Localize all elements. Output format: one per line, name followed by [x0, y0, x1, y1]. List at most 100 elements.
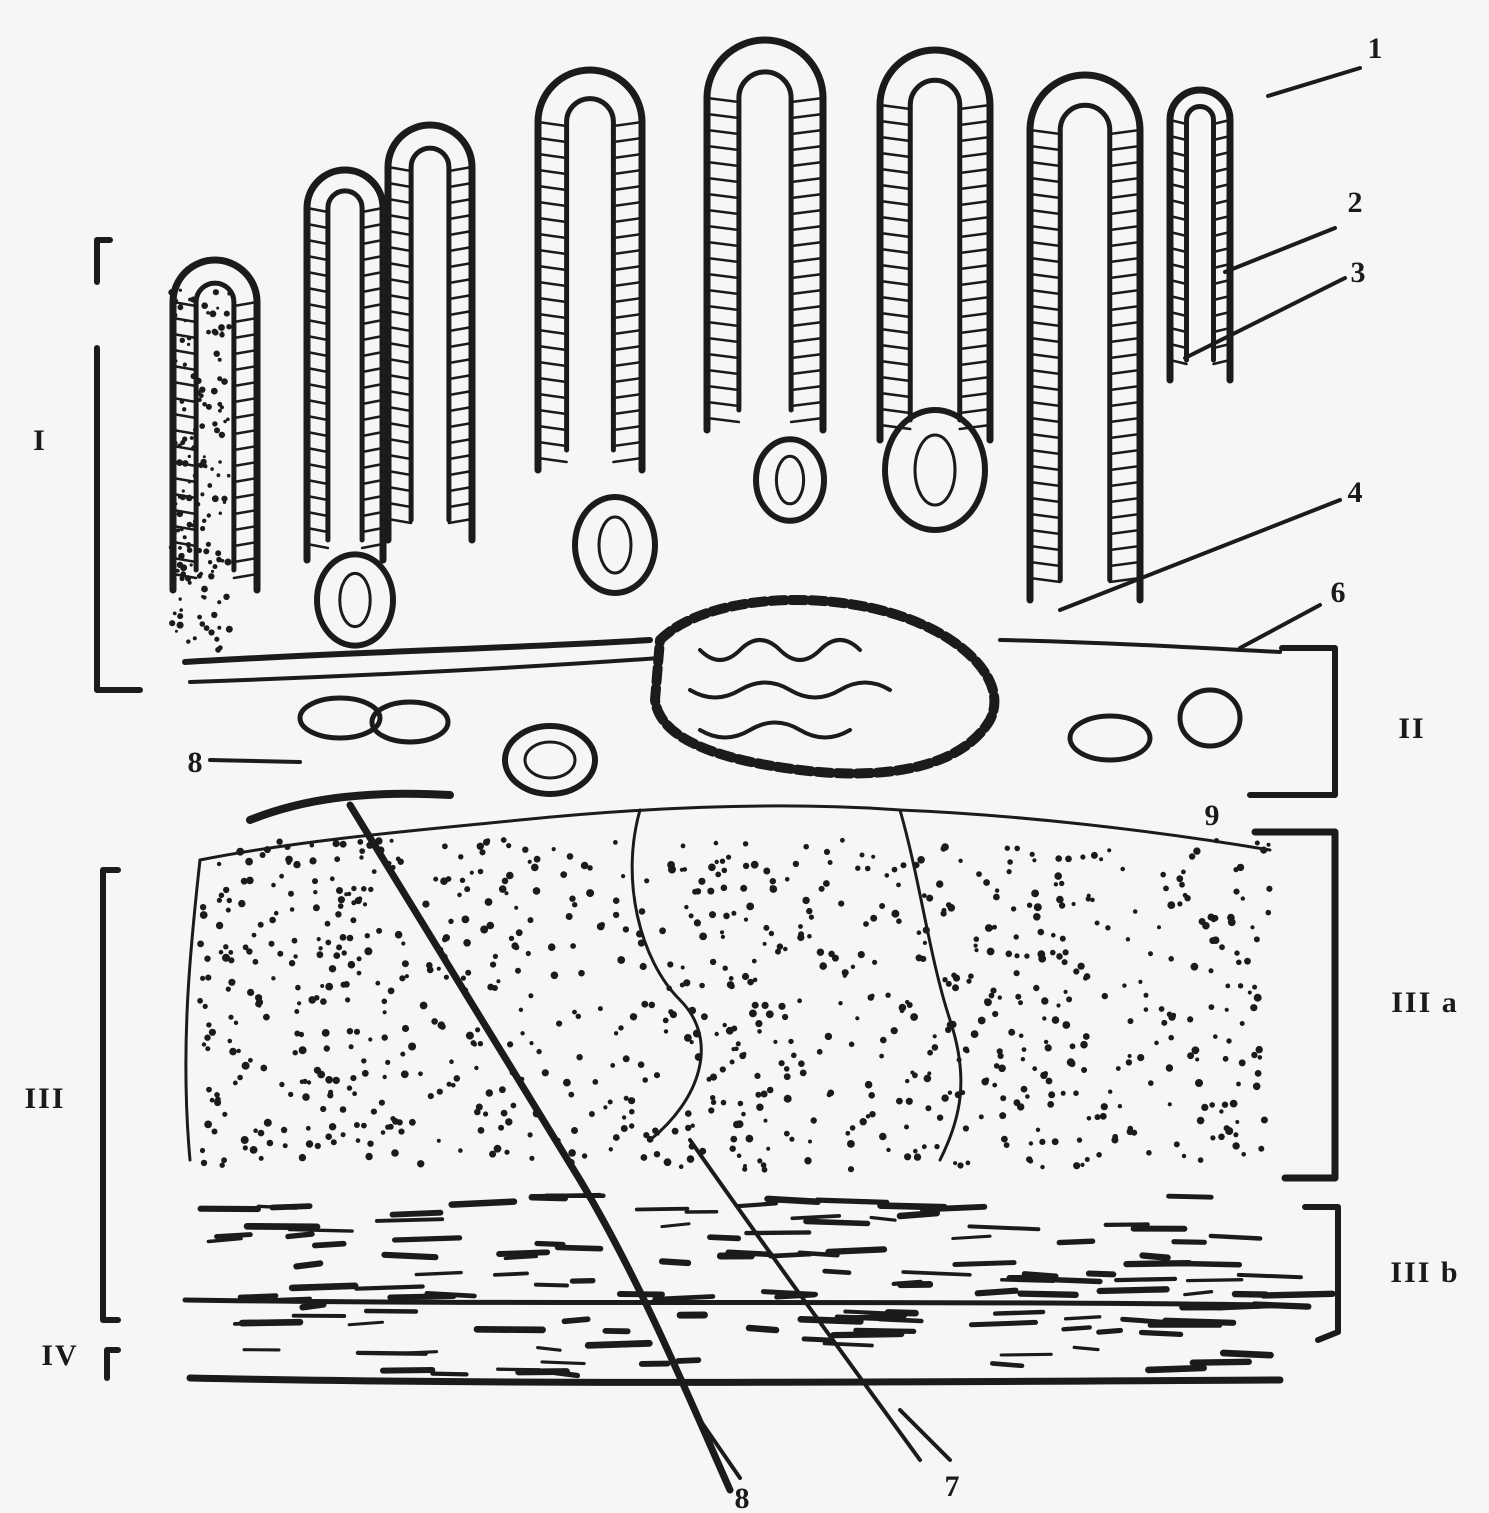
nucleus-dot — [437, 1139, 441, 1143]
nucleus-dot — [222, 1112, 227, 1117]
nucleus-dot — [437, 1089, 443, 1095]
muscle-fiber — [1031, 1279, 1100, 1282]
nucleus-dot — [880, 1037, 887, 1044]
nucleus-dot — [194, 313, 198, 317]
nucleus-dot — [306, 1126, 311, 1131]
nucleus-dot — [359, 855, 363, 859]
nucleus-dot — [186, 639, 190, 643]
muscle-fiber — [834, 1334, 902, 1335]
nucleus-dot — [283, 1143, 288, 1148]
nucleus-dot — [312, 878, 318, 884]
nucleus-dot — [798, 931, 804, 937]
nucleus-dot — [1065, 856, 1072, 863]
nucleus-dot — [1241, 896, 1245, 900]
nucleus-dot — [183, 363, 187, 367]
nucleus-dot — [1081, 1067, 1087, 1073]
nucleus-dot — [664, 1029, 668, 1033]
nucleus-dot — [438, 1021, 446, 1029]
nucleus-dot — [578, 970, 585, 977]
nucleus-dot — [171, 530, 177, 536]
nucleus-dot — [865, 1081, 873, 1089]
nucleus-dot — [219, 332, 224, 337]
nucleus-dot — [609, 1147, 613, 1151]
nucleus-dot — [567, 853, 574, 860]
nucleus-dot — [400, 1052, 405, 1057]
nucleus-dot — [1209, 968, 1214, 973]
nucleus-dot — [306, 1140, 313, 1147]
nucleus-dot — [466, 1032, 474, 1040]
muscle-fiber — [288, 1234, 312, 1236]
muscle-fiber — [292, 1286, 355, 1288]
nucleus-dot — [1133, 909, 1138, 914]
nucleus-dot — [906, 1098, 913, 1105]
nucleus-dot — [181, 553, 185, 557]
nucleus-dot — [865, 866, 871, 872]
nucleus-dot — [197, 998, 203, 1004]
nucleus-dot — [426, 962, 433, 969]
nucleus-dot — [207, 483, 212, 488]
nucleus-dot — [992, 1011, 998, 1017]
muscle-fiber — [393, 1213, 441, 1215]
nucleus-dot — [1238, 983, 1243, 988]
nucleus-dot — [458, 1148, 463, 1153]
nucleus-dot — [1159, 1006, 1165, 1012]
layer-label-IIIa: III a — [1391, 986, 1459, 1019]
nucleus-dot — [1004, 1142, 1010, 1148]
nucleus-dot — [171, 312, 178, 319]
nucleus-dot — [395, 931, 403, 939]
nucleus-dot — [983, 879, 990, 886]
nucleus-dot — [288, 891, 294, 897]
nucleus-dot — [325, 1076, 333, 1084]
muscle-fiber — [1021, 1294, 1076, 1295]
nucleus-dot — [809, 915, 814, 920]
nucleus-dot — [570, 943, 576, 949]
layer-label-I: I — [33, 424, 47, 457]
nucleus-dot — [974, 936, 980, 942]
nucleus-dot — [516, 929, 523, 936]
nucleus-dot — [783, 947, 788, 952]
nucleus-dot — [474, 1066, 478, 1070]
nucleus-dot — [1054, 882, 1058, 886]
nucleus-dot — [1168, 956, 1174, 962]
nucleus-dot — [1137, 1054, 1144, 1061]
nucleus-dot — [743, 863, 749, 869]
nucleus-dot — [1116, 1066, 1121, 1071]
nucleus-dot — [769, 931, 774, 936]
nucleus-dot — [817, 949, 824, 956]
nucleus-dot — [334, 856, 340, 862]
nucleus-dot — [912, 1072, 918, 1078]
nucleus-dot — [218, 358, 222, 362]
nucleus-dot — [486, 1089, 493, 1096]
nucleus-dot — [207, 513, 211, 517]
nucleus-dot — [913, 1149, 918, 1154]
nucleus-dot — [1228, 918, 1236, 926]
nucleus-dot — [1230, 1100, 1238, 1108]
nucleus-dot — [1174, 1141, 1180, 1147]
muscle-fiber — [900, 1213, 937, 1216]
nucleus-dot — [367, 1141, 373, 1147]
nucleus-dot — [200, 911, 208, 919]
nucleus-dot — [197, 615, 202, 620]
nucleus-dot — [474, 1109, 481, 1116]
muscle-fiber — [1074, 1347, 1098, 1349]
nucleus-dot — [362, 1070, 369, 1077]
nucleus-dot — [320, 984, 324, 988]
muscle-fiber — [1165, 1321, 1233, 1323]
nucleus-dot — [1036, 1128, 1040, 1132]
muscle-fiber — [554, 1373, 577, 1376]
nucleus-dot — [721, 885, 728, 892]
nucleus-dot — [1055, 855, 1062, 862]
nucleus-dot — [998, 995, 1002, 999]
nucleus-dot — [206, 1087, 212, 1093]
nucleus-dot — [504, 1150, 509, 1155]
nucleus-dot — [359, 848, 365, 854]
nucleus-dot — [193, 427, 198, 432]
nucleus-dot — [736, 1041, 741, 1046]
muscle-fiber — [1066, 1317, 1100, 1319]
nucleus-dot — [313, 890, 317, 894]
nucleus-dot — [871, 855, 875, 859]
nucleus-dot — [302, 1093, 310, 1101]
nucleus-dot — [751, 861, 759, 869]
nucleus-dot — [201, 302, 208, 309]
nucleus-dot — [248, 1058, 253, 1063]
